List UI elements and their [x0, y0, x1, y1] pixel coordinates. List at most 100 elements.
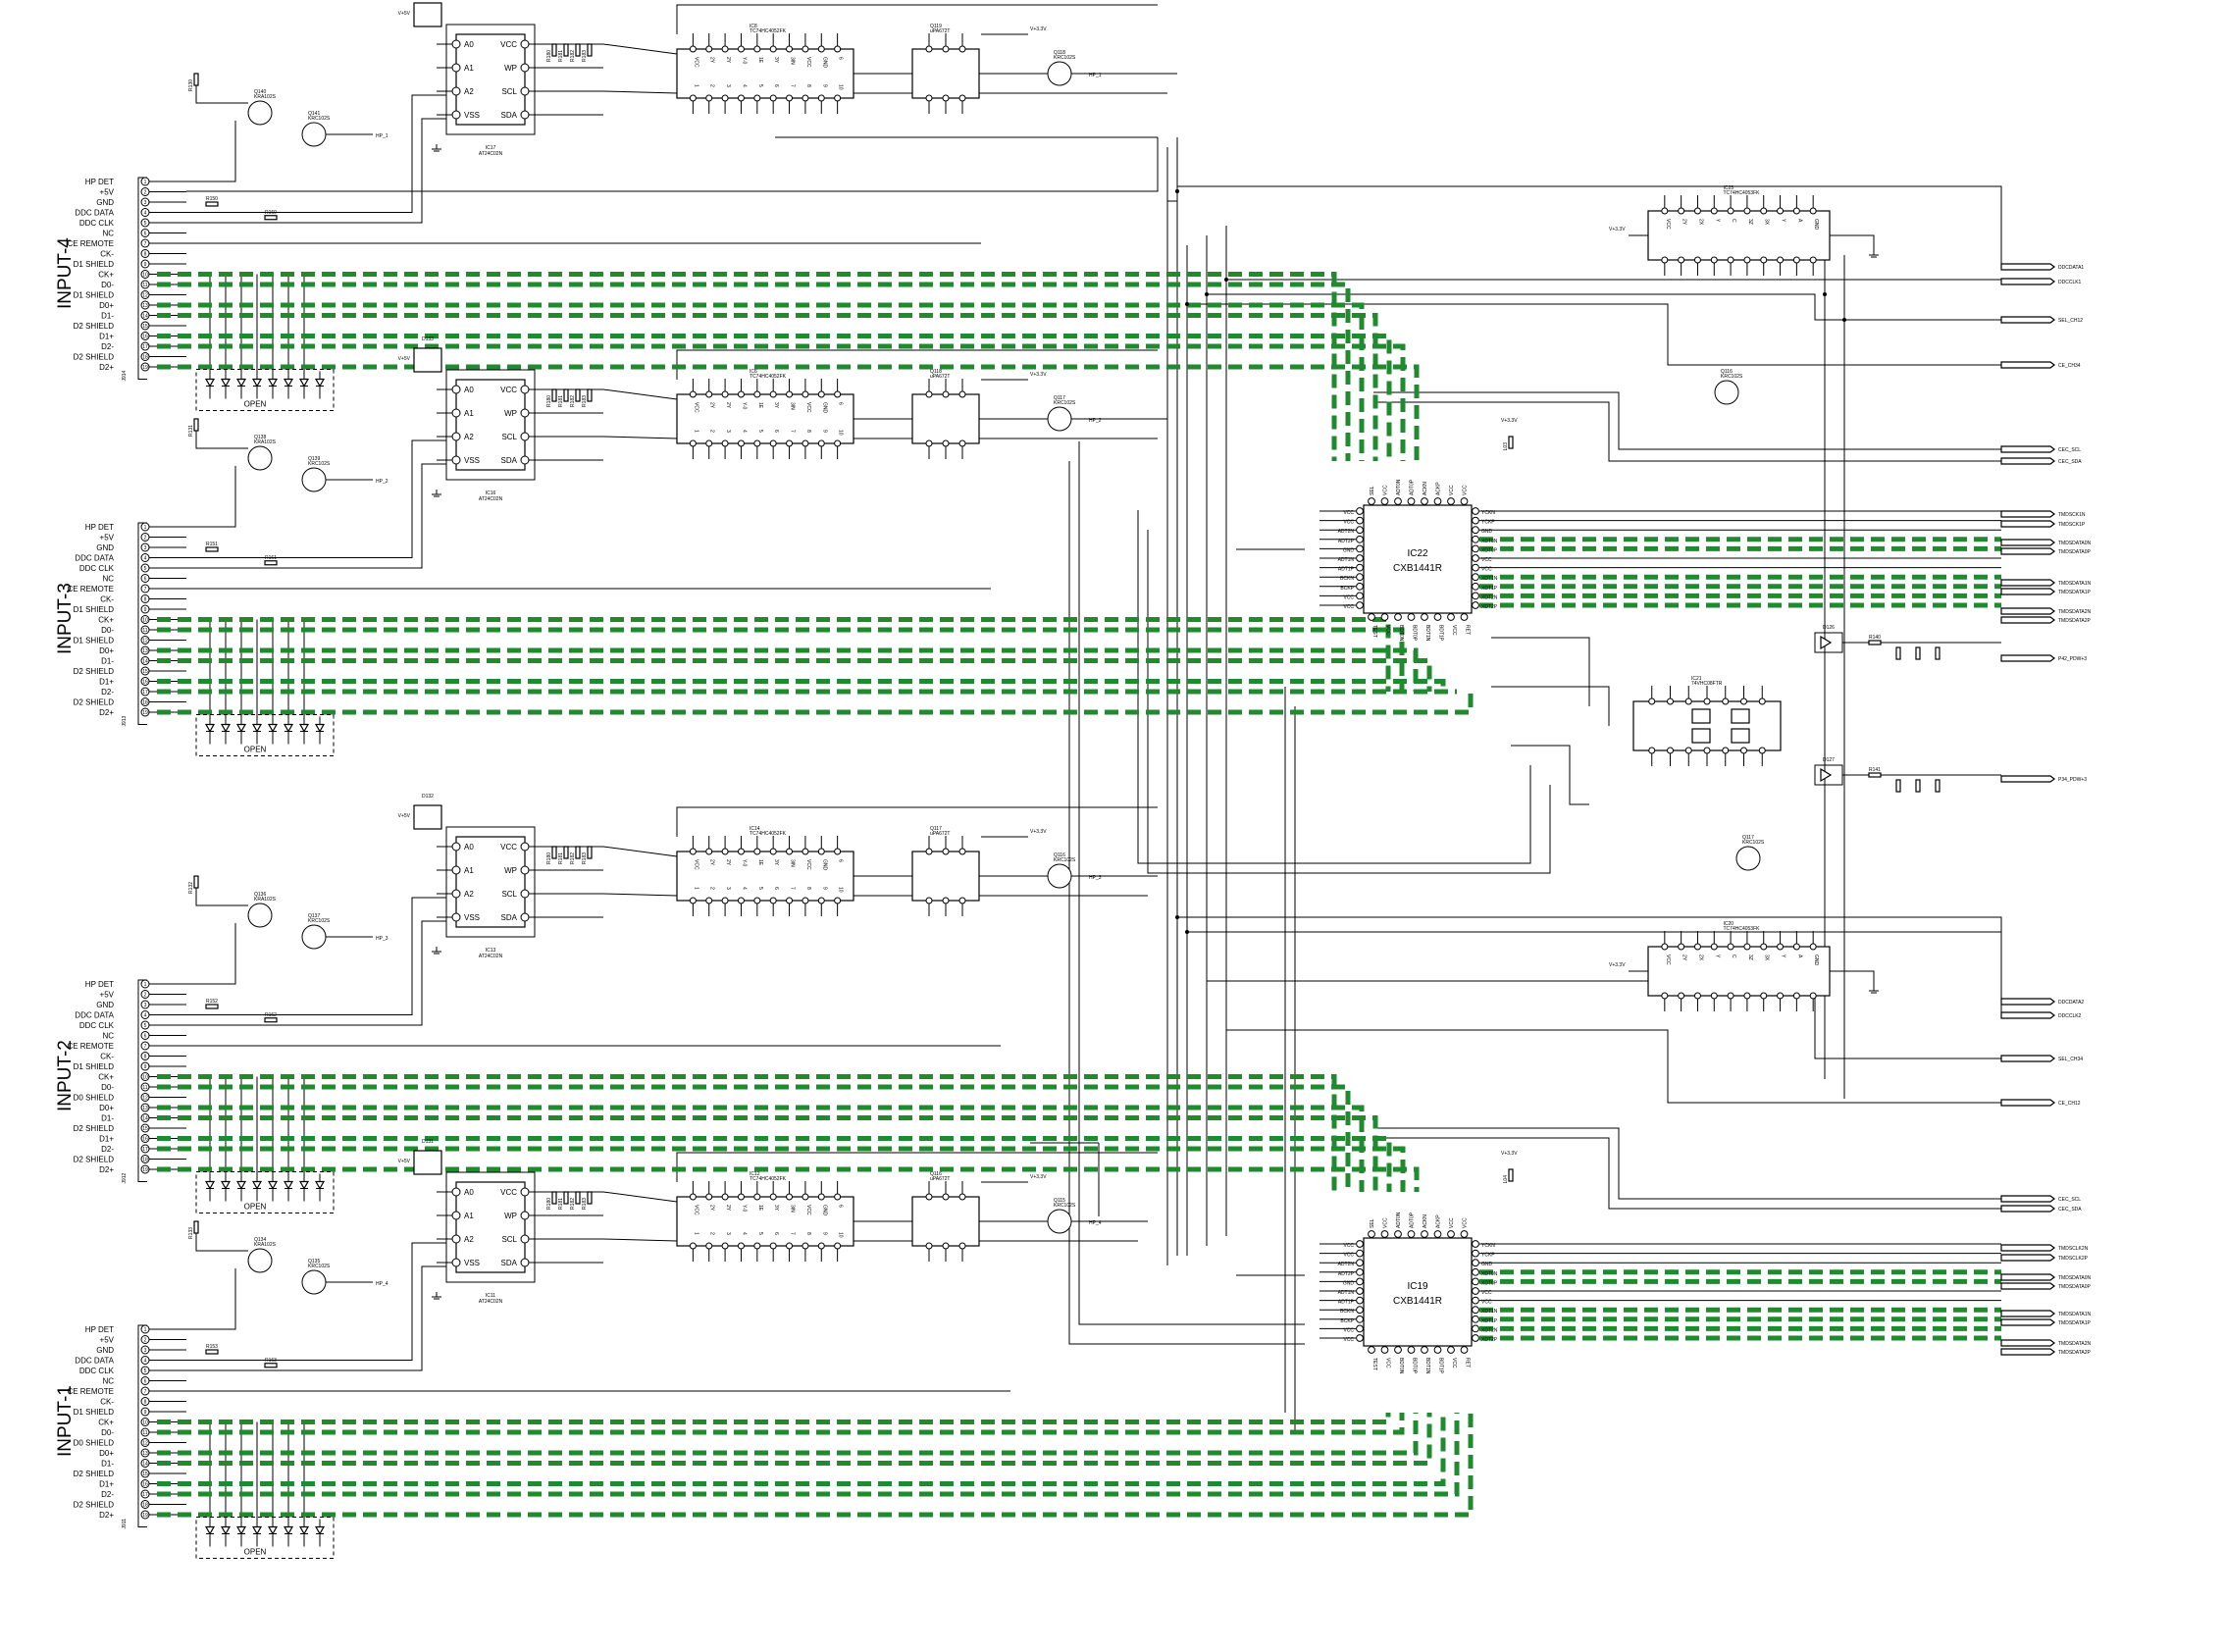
switch-pin-label: VCC	[1343, 510, 1354, 516]
ic-pin	[737, 1242, 745, 1250]
switch-pin-label: VCC	[1481, 557, 1492, 563]
switch-pin	[1447, 1346, 1455, 1354]
switch-pin	[1394, 497, 1402, 505]
resistor-ref: R163	[265, 1358, 277, 1364]
net-port	[2000, 520, 2055, 528]
transistor	[1047, 406, 1072, 432]
connector-pin	[140, 1366, 150, 1375]
transistor-ref: Q118	[1054, 50, 1065, 56]
connector-pin	[140, 1376, 150, 1385]
transistor	[247, 903, 273, 928]
bus-wire	[1373, 1127, 2001, 1200]
connector-pin-label: D0 SHIELD	[74, 1094, 115, 1103]
switch-pin	[1356, 1296, 1364, 1305]
ic-pin	[1743, 992, 1751, 1000]
ic-pin-label: 2Y	[725, 402, 731, 409]
ic-pin-label: 3Y	[773, 859, 779, 866]
connector-pin	[140, 1155, 150, 1163]
switch-pin-label: VCC	[1385, 1358, 1391, 1368]
hp-bias-wire	[195, 888, 248, 906]
ic-ref: IC21	[1691, 676, 1702, 682]
eeprom-pin-label: A0	[464, 1188, 474, 1197]
ic-pin	[689, 94, 697, 102]
ic-pin-label: 1	[693, 1232, 699, 1235]
net-port	[2000, 457, 2055, 465]
ic-pin	[1710, 256, 1718, 264]
connector-pin-number: 5	[144, 566, 147, 572]
connector-pin-number: 13	[142, 648, 148, 654]
connector-pin	[140, 687, 150, 697]
resistor	[575, 388, 581, 402]
connector-pin-label: D0 SHIELD	[74, 1439, 115, 1448]
eeprom-frame	[445, 826, 536, 938]
connector-pin-number: 4	[144, 211, 147, 217]
eeprom-pin	[451, 1258, 461, 1267]
resistor	[264, 1363, 278, 1368]
ic-pin-label: 2Y	[1682, 955, 1687, 961]
ddc-data-wire	[186, 1242, 446, 1361]
connector-pin-number: 16	[142, 335, 148, 340]
esd-open-label: OPEN	[244, 746, 267, 754]
diode-ref: D127	[1823, 757, 1835, 763]
ic-pin	[834, 439, 842, 447]
ic-pin-label: 3	[725, 887, 731, 890]
ic-pin	[925, 439, 933, 447]
ic-pin	[958, 1242, 966, 1250]
ic-ref: IC6	[750, 369, 757, 375]
eeprom-pin-label: VCC	[500, 386, 517, 394]
switch-pin	[1407, 497, 1416, 505]
connector-pin-label: D2 SHIELD	[74, 698, 115, 707]
connector-pin-number: 3	[144, 545, 147, 551]
ic-pin	[1703, 747, 1711, 754]
resistor-ref: R183	[582, 395, 588, 407]
esd-diode	[283, 1525, 294, 1535]
ic-pin	[786, 439, 794, 447]
switch-pin-label: BCKN	[1340, 576, 1354, 582]
eeprom-pin	[451, 865, 461, 875]
connector-pin-label: D1-	[101, 1460, 114, 1469]
diode-ref: D126	[1823, 625, 1835, 631]
ic-pin-label: 3Y	[773, 1205, 779, 1212]
resistor-ref: R162	[265, 1012, 277, 1018]
ic-pin	[1661, 992, 1669, 1000]
switch-pin	[1356, 1315, 1364, 1323]
ic-body	[911, 1196, 980, 1247]
ic-pin	[1760, 207, 1768, 215]
ic-pin	[1667, 697, 1674, 705]
transistor-ref: Q134	[254, 1237, 266, 1243]
connector-pin-number: 17	[142, 344, 148, 350]
ic-pin	[1678, 207, 1685, 215]
connector-pin	[140, 553, 150, 562]
esd-diode	[251, 1525, 263, 1535]
ic-pin-label: GND	[821, 402, 827, 414]
transistor	[1047, 1209, 1072, 1234]
ic-ref: Q116	[930, 1171, 942, 1177]
resistor	[587, 388, 593, 402]
ic-pin	[737, 897, 745, 904]
ic-pin	[1760, 256, 1768, 264]
switch-pin	[1356, 582, 1364, 591]
eeprom-pin	[451, 385, 461, 394]
ic-pin	[769, 390, 777, 398]
switch-pin-label: BCKN	[1340, 1309, 1354, 1315]
switch-pin-label: ADT1P	[1338, 1300, 1355, 1306]
ic-pin	[1727, 256, 1734, 264]
resistor	[575, 1191, 581, 1205]
net-port	[2000, 510, 2055, 518]
net-port	[2000, 539, 2055, 546]
connector-pin-label: D0-	[101, 1083, 114, 1092]
net-port-label: TMDSDATA2P	[2058, 618, 2092, 624]
esd-array-box	[195, 1517, 335, 1559]
resistor-ref: R182	[570, 395, 576, 407]
ic-pin	[942, 390, 950, 398]
connector-pin-number: 11	[142, 283, 147, 288]
ic-pin-label: Y-0	[741, 57, 747, 65]
hp-out-label: HP_2	[376, 479, 388, 485]
ic-pin	[817, 45, 825, 53]
ic-pin	[834, 897, 842, 904]
ic-pin	[769, 439, 777, 447]
supply-label: V+3.3V	[1609, 227, 1626, 232]
connector-pin	[140, 522, 150, 532]
net-port	[2000, 579, 2055, 587]
eeprom-pin	[520, 1211, 530, 1220]
